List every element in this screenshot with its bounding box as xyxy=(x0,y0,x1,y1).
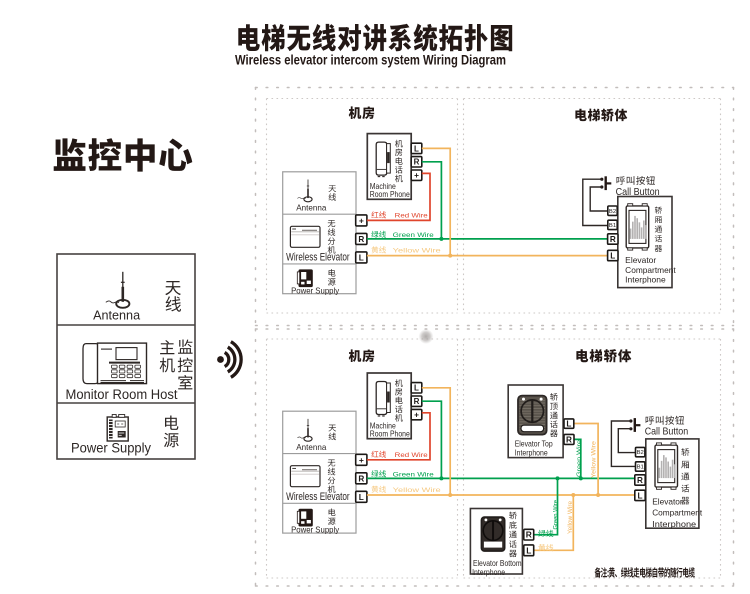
svg-text:+: + xyxy=(359,215,364,225)
svg-text:Wireless Elevator: Wireless Elevator xyxy=(286,251,350,263)
svg-text:Elevator: Elevator xyxy=(652,496,683,506)
svg-text:+: + xyxy=(359,455,364,465)
svg-text:L: L xyxy=(414,144,419,153)
svg-text:Antenna: Antenna xyxy=(93,308,141,323)
svg-text:Call Button: Call Button xyxy=(616,187,660,198)
svg-text:L: L xyxy=(359,493,364,502)
svg-text:R: R xyxy=(566,435,572,444)
svg-text:Yellow Wire: Yellow Wire xyxy=(393,248,441,255)
svg-text:R: R xyxy=(414,158,420,167)
svg-text:+: + xyxy=(414,170,419,180)
svg-text:R: R xyxy=(414,397,420,406)
svg-text:L: L xyxy=(637,491,642,500)
svg-text:Wireless Elevator: Wireless Elevator xyxy=(286,491,350,503)
svg-text:Interphone: Interphone xyxy=(515,448,548,458)
svg-text:Elevator Top: Elevator Top xyxy=(515,438,553,448)
svg-text:Green Wire: Green Wire xyxy=(576,440,583,477)
svg-text:Power Supply: Power Supply xyxy=(291,285,340,295)
svg-text:Machine: Machine xyxy=(370,421,396,431)
svg-text:R: R xyxy=(637,476,643,485)
svg-text:L: L xyxy=(566,420,571,429)
svg-text:Yellow Wire: Yellow Wire xyxy=(393,487,441,494)
svg-text:Green Wire: Green Wire xyxy=(393,472,434,479)
svg-text:Red Wire: Red Wire xyxy=(395,213,428,220)
svg-text:Room Phone: Room Phone xyxy=(370,189,410,199)
svg-text:R: R xyxy=(358,235,364,244)
svg-text:Yellow Wire: Yellow Wire xyxy=(590,441,597,478)
svg-text:Call Button: Call Button xyxy=(645,427,689,438)
svg-text:R: R xyxy=(358,474,364,483)
svg-text:B1: B1 xyxy=(637,465,644,471)
svg-text:Machine: Machine xyxy=(370,181,396,191)
svg-text:L: L xyxy=(526,545,531,555)
svg-text:Green Wire: Green Wire xyxy=(553,500,560,530)
svg-text:Power Supply: Power Supply xyxy=(71,441,152,457)
svg-text:Elevator: Elevator xyxy=(625,255,656,265)
svg-text:L: L xyxy=(610,251,615,260)
svg-text:B2: B2 xyxy=(637,450,644,456)
svg-text:L: L xyxy=(359,253,364,262)
svg-text:Antenna: Antenna xyxy=(296,203,326,213)
svg-text:Interphone: Interphone xyxy=(472,567,505,577)
svg-text:B2: B2 xyxy=(609,209,616,215)
svg-text:Interphone: Interphone xyxy=(652,519,696,529)
svg-text:Compartment: Compartment xyxy=(652,508,703,518)
svg-text:B1: B1 xyxy=(609,223,616,229)
svg-text:R: R xyxy=(610,235,616,244)
svg-text:Red Wire: Red Wire xyxy=(395,452,428,459)
svg-text:L: L xyxy=(414,384,419,393)
svg-text:Interphone: Interphone xyxy=(625,274,666,284)
svg-text:Elevator Bottom: Elevator Bottom xyxy=(473,558,522,568)
svg-text:R: R xyxy=(526,530,532,540)
svg-text:Monitor Room Host: Monitor Room Host xyxy=(66,387,178,403)
svg-text:Power Supply: Power Supply xyxy=(291,525,340,535)
svg-text:Wireless elevator intercom sys: Wireless elevator intercom system Wiring… xyxy=(235,53,506,68)
svg-text:Compartment: Compartment xyxy=(625,265,676,275)
svg-text:Yellow Wire: Yellow Wire xyxy=(567,501,574,534)
svg-text:+: + xyxy=(414,410,419,420)
svg-text:Green Wire: Green Wire xyxy=(393,232,434,239)
svg-text:Antenna: Antenna xyxy=(296,442,326,452)
svg-text:Room Phone: Room Phone xyxy=(370,428,410,438)
